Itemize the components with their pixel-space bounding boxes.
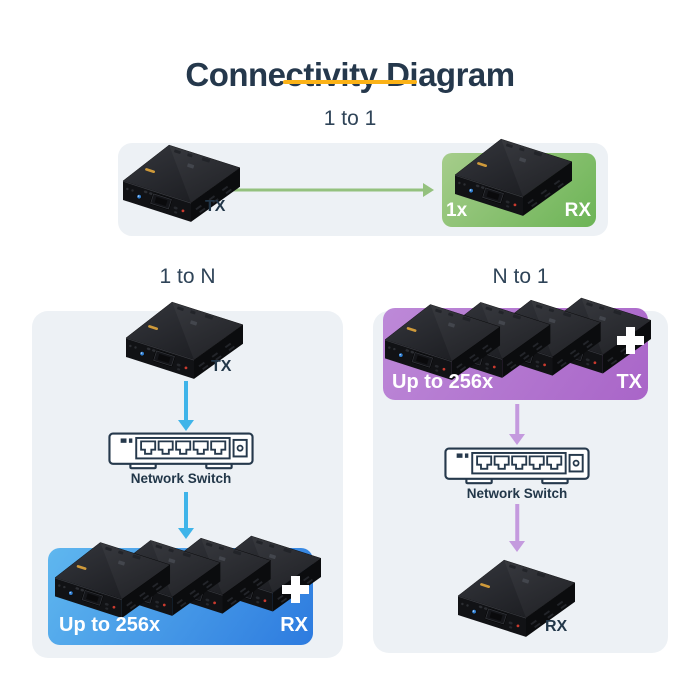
arrow-down-icon [178,492,194,539]
tx-count-label: Up to 256x [392,371,494,393]
rx-label: RX [564,200,591,221]
rx-label: RX [545,618,568,635]
network-switch-label: Network Switch [130,471,232,486]
rx-count-label: Up to 256x [59,614,161,636]
arrow-right-icon [224,182,434,198]
plus-icon [617,327,644,354]
arrow-down-icon [178,381,194,431]
page-title: Connectivity Diagram [185,56,515,94]
section-title-one-to-one: 1 to 1 [323,107,377,130]
arrow-down-icon [509,504,525,552]
network-switch-label: Network Switch [466,486,568,501]
rx-device-icon [454,138,573,217]
section-title-one-to-n: 1 to N [159,265,216,288]
section-title-n-to-one: N to 1 [492,265,549,288]
tx-label: TX [205,198,226,215]
title-underline [283,80,417,84]
tx-label: TX [211,358,232,375]
tx-label: TX [616,371,642,393]
rx-count-label: 1x [446,200,468,221]
arrow-down-icon [509,404,525,445]
tx-device-stack-icon [385,298,651,380]
plus-icon [282,576,309,603]
rx-label: RX [280,614,308,636]
